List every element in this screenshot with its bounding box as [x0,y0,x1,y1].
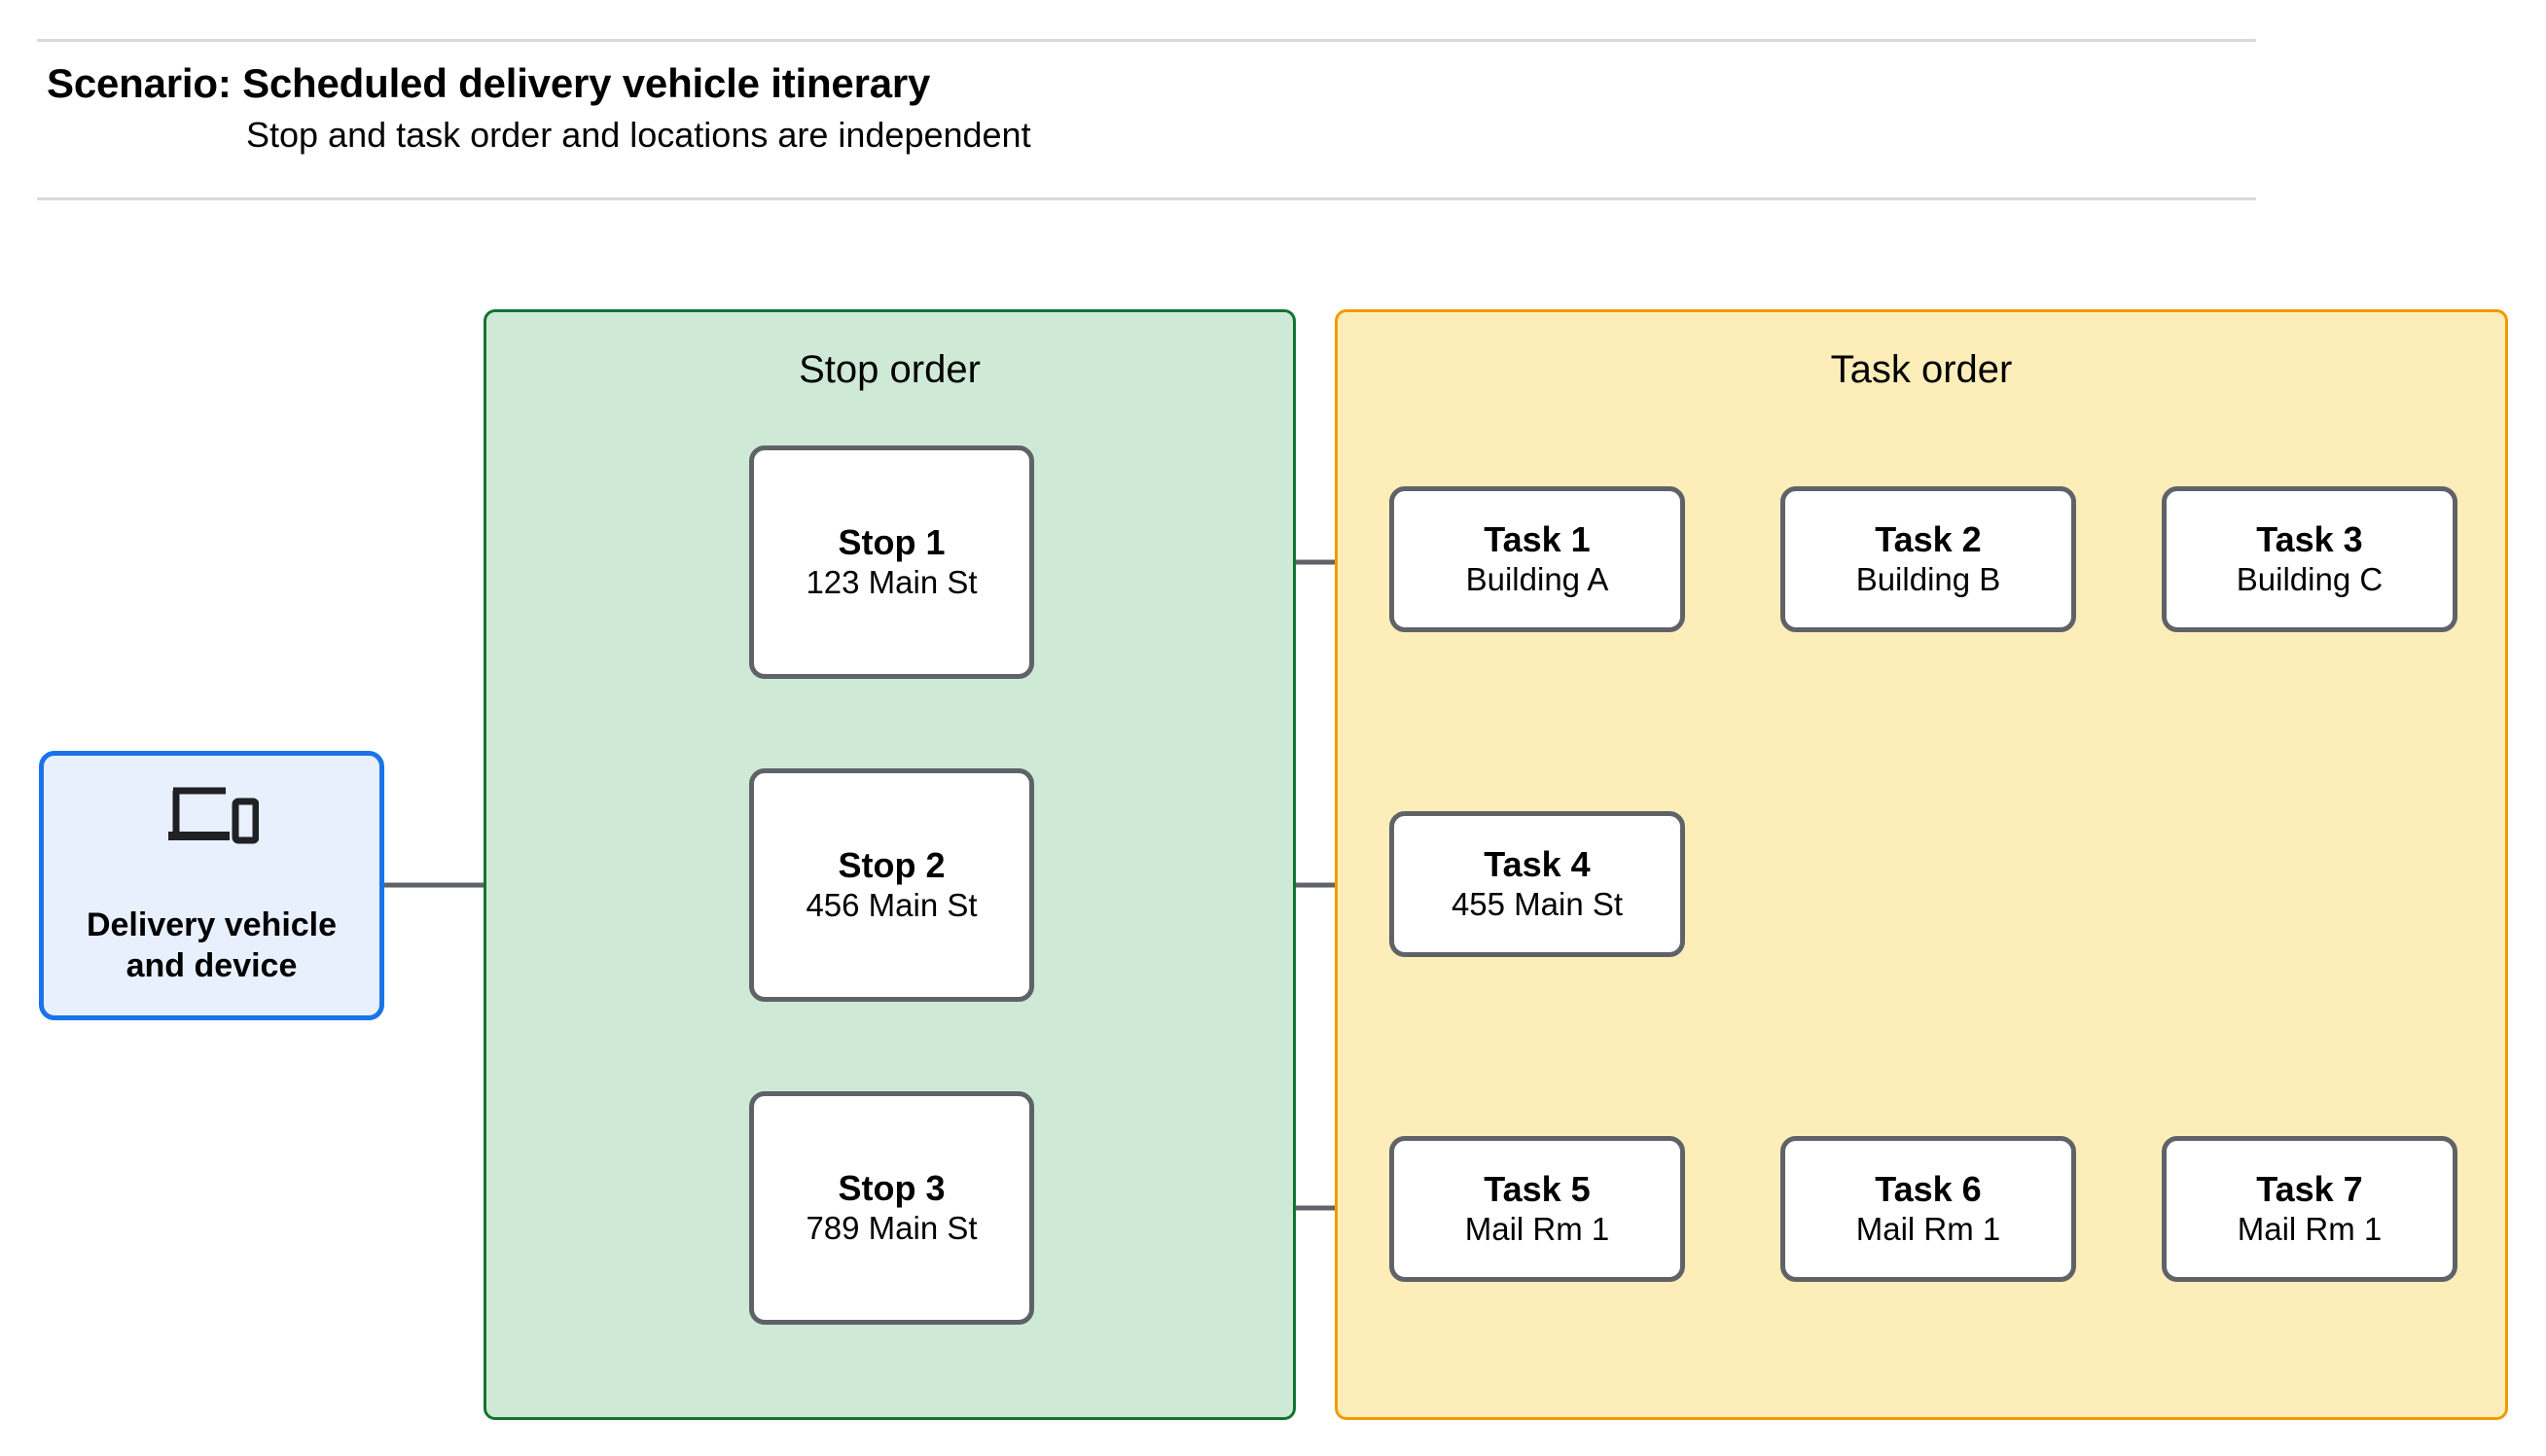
task-card-location: 455 Main St [1451,886,1624,923]
task-card-6[interactable]: Task 6 Mail Rm 1 [1780,1136,2076,1282]
task-card-location: Mail Rm 1 [1464,1211,1610,1248]
task-card-title: Task 3 [2256,518,2363,559]
task-card-location: Mail Rm 1 [2237,1211,2383,1248]
stop-card-title: Stop 3 [838,1167,946,1208]
stop-card-title: Stop 1 [838,521,946,562]
task-card-location: Building A [1465,561,1609,598]
task-card-location: Building C [2236,561,2384,598]
header-divider-top [37,39,2256,42]
task-card-1[interactable]: Task 1 Building A [1389,486,1685,632]
stop-card-address: 456 Main St [806,887,978,924]
header-divider-bottom [37,197,2256,200]
stop-card-3[interactable]: Stop 3 789 Main St [749,1091,1034,1325]
task-card-title: Task 1 [1484,518,1591,559]
task-order-title: Task order [1830,348,2013,391]
task-card-5[interactable]: Task 5 Mail Rm 1 [1389,1136,1685,1282]
stop-order-title: Stop order [799,348,981,391]
task-card-title: Task 6 [1875,1168,1982,1209]
stop-card-title: Stop 2 [838,844,946,885]
task-card-7[interactable]: Task 7 Mail Rm 1 [2162,1136,2457,1282]
task-card-location: Mail Rm 1 [1855,1211,2001,1248]
task-card-title: Task 2 [1875,518,1982,559]
task-card-2[interactable]: Task 2 Building B [1780,486,2076,632]
delivery-vehicle-label: Delivery vehicle and device [86,906,338,984]
stop-card-2[interactable]: Stop 2 456 Main St [749,768,1034,1002]
delivery-vehicle-card[interactable]: Delivery vehicle and device [39,751,384,1020]
task-card-3[interactable]: Task 3 Building C [2162,486,2457,632]
stop-card-1[interactable]: Stop 1 123 Main St [749,445,1034,679]
stop-card-address: 123 Main St [806,564,978,601]
task-card-location: Building B [1855,561,2001,598]
task-card-title: Task 5 [1484,1168,1591,1209]
stop-card-address: 789 Main St [806,1210,978,1247]
page-subtitle: Stop and task order and locations are in… [246,115,1031,155]
task-card-4[interactable]: Task 4 455 Main St [1389,811,1685,957]
task-card-title: Task 7 [2256,1168,2363,1209]
task-card-title: Task 4 [1484,843,1591,884]
page-title: Scenario: Scheduled delivery vehicle iti… [47,60,931,106]
laptop-and-phone-icon [167,787,259,844]
